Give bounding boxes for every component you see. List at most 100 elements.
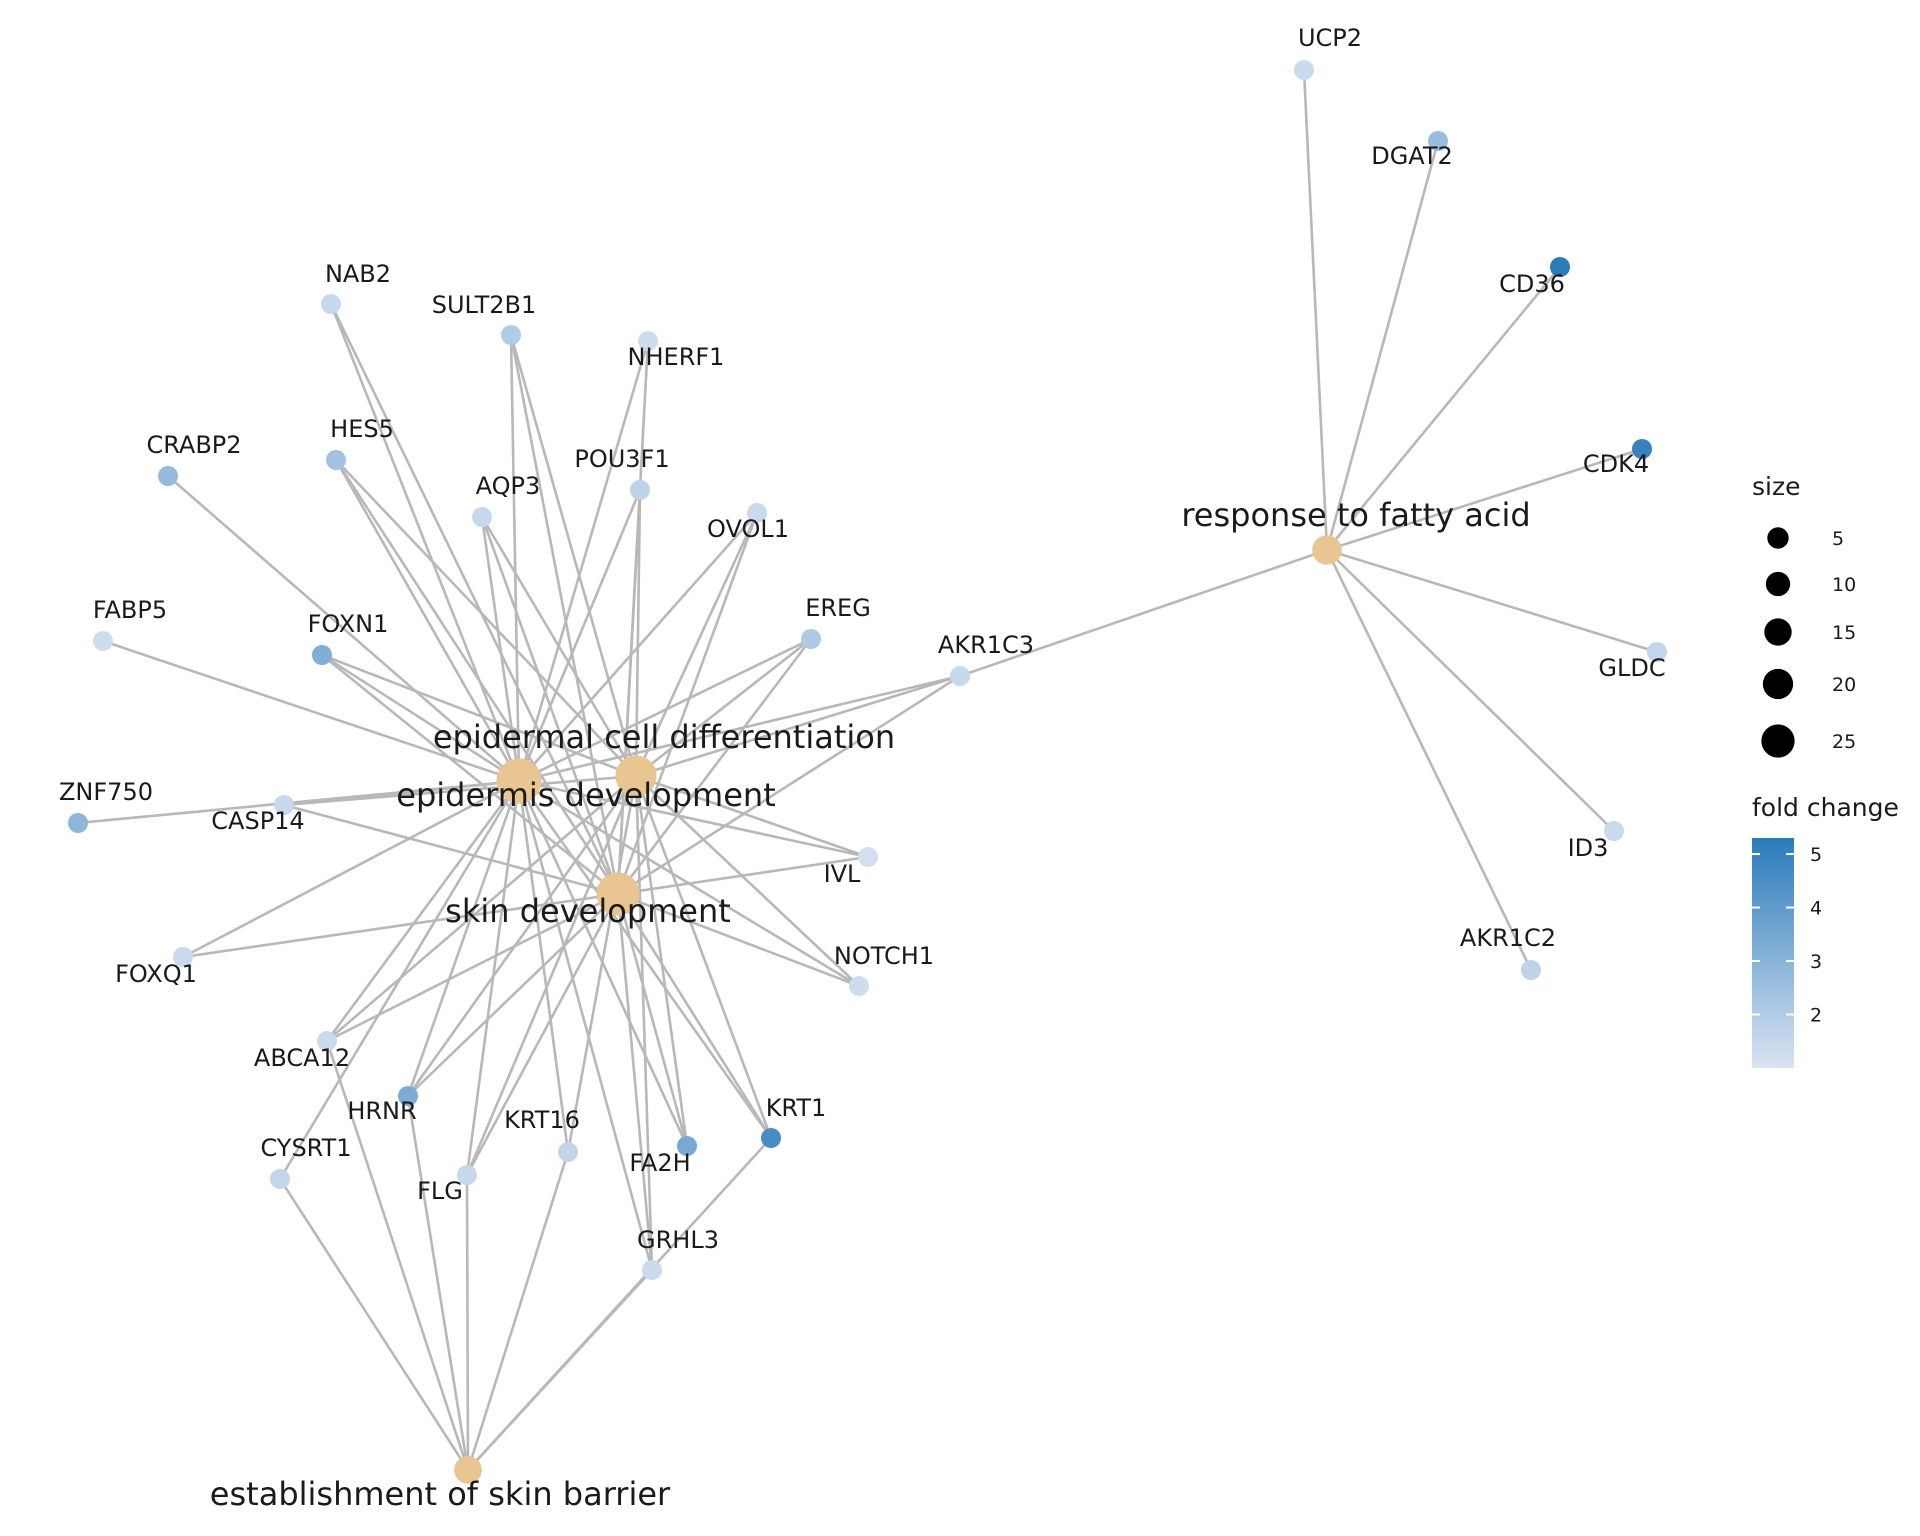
size-legend-title: size [1752,472,1800,501]
term-node-skin-development[interactable] [596,872,640,916]
edge-nherf1-epidermis-development [517,340,650,782]
gene-node-akr1c3[interactable] [950,666,970,686]
edge-krt16-epidermis-development [517,780,570,1153]
gene-node-hrnr[interactable] [398,1086,418,1106]
gene-node-notch1[interactable] [849,976,869,996]
labels-layer: UCP2DGAT2CD36CDK4GLDCID3AKR1C2AKR1C3NAB2… [59,24,1666,1513]
edge-ereg-epidermis-development [518,637,812,783]
gene-label-ucp2: UCP2 [1298,24,1362,52]
edge-foxq1-epidermis-development [182,779,520,959]
gene-node-fabp5[interactable] [93,631,113,651]
term-label-establishment-of-skin-barrier: establishment of skin barrier [210,1475,671,1513]
size-legend-dot-20 [1762,668,1794,700]
edge-aqp3-epidermal-cell-differentiation [480,516,638,777]
gene-node-ereg[interactable] [801,629,821,649]
gene-node-krt1[interactable] [761,1128,781,1148]
edge-notch1-epidermis-development [518,779,860,988]
gene-node-hes5[interactable] [326,450,346,470]
size-legend-label-5: 5 [1832,528,1844,550]
edge-pou3f1-epidermal-cell-differentiation [634,489,642,777]
edge-pou3f1-epidermis-development [517,489,642,782]
edge-flg-epidermis-development [465,780,521,1176]
gene-label-abca12: ABCA12 [254,1044,350,1072]
term-node-response-to-fatty-acid[interactable] [1312,535,1342,565]
gene-node-nab2[interactable] [321,294,341,314]
edge-sult2b1-skin-development [509,334,620,895]
edge-pou3f1-skin-development [616,489,642,895]
edge-krt1-epidermis-development [517,780,773,1139]
gene-label-gldc: GLDC [1598,654,1665,682]
gene-node-dgat2[interactable] [1428,131,1448,151]
edge-foxn1-skin-development [321,653,619,896]
gene-label-grhl3: GRHL3 [637,1226,719,1254]
edge-ereg-epidermal-cell-differentiation [635,637,812,778]
gene-label-sult2b1: SULT2B1 [432,291,537,319]
gene-node-ivl[interactable] [858,847,878,867]
edge-gldc-response-to-fatty-acid [1326,548,1658,654]
term-node-establishment-of-skin-barrier[interactable] [454,1456,482,1484]
gene-node-cysrt1[interactable] [270,1169,290,1189]
size-legend-dot-25 [1761,724,1795,758]
gene-label-pou3f1: POU3F1 [574,445,669,473]
edge-hrnr-epidermis-development [406,780,521,1097]
gene-label-dgat2: DGAT2 [1371,142,1453,170]
color-legend-title: fold change [1752,793,1899,822]
gene-label-nab2: NAB2 [325,260,391,288]
gene-label-cysrt1: CYSRT1 [260,1134,351,1162]
gene-label-casp14: CASP14 [211,807,304,835]
edge-ivl-epidermis-development [518,779,869,859]
edge-abca12-epidermal-cell-differentiation [326,775,637,1042]
edge-abca12-skin-development [326,892,619,1043]
gene-node-crabp2[interactable] [158,466,178,486]
edge-abca12-epidermis-development [325,780,521,1042]
term-label-epidermal-cell-differentiation: epidermal cell differentiation [433,718,895,756]
color-legend-label-5: 5 [1810,844,1822,866]
gene-node-akr1c2[interactable] [1521,960,1541,980]
gene-label-akr1c3: AKR1C3 [938,631,1034,659]
edge-cysrt1-epidermis-development [278,780,521,1180]
gene-node-id3[interactable] [1604,821,1624,841]
edge-dgat2-response-to-fatty-acid [1325,140,1440,551]
edge-hes5-skin-development [334,459,620,895]
edge-ucp2-response-to-fatty-acid [1302,69,1329,551]
gene-node-pou3f1[interactable] [630,480,650,500]
term-label-response-to-fatty-acid: response to fatty acid [1181,496,1530,534]
gene-node-nherf1[interactable] [638,331,658,351]
edge-ereg-skin-development [616,638,813,895]
gene-node-krt16[interactable] [558,1142,578,1162]
size-legend-label-20: 20 [1832,674,1856,696]
gene-node-casp14[interactable] [274,795,294,815]
gene-label-krt1: KRT1 [766,1094,827,1122]
size-legend-label-10: 10 [1832,574,1856,596]
gene-label-fabp5: FABP5 [93,596,167,624]
gene-node-znf750[interactable] [68,813,88,833]
gene-label-id3: ID3 [1568,834,1609,862]
gene-label-ereg: EREG [805,594,871,622]
gene-node-ucp2[interactable] [1294,60,1314,80]
edge-nab2-epidermis-development [329,303,521,782]
gene-node-aqp3[interactable] [472,507,492,527]
gene-node-grhl3[interactable] [642,1260,662,1280]
gene-node-gldc[interactable] [1647,642,1667,662]
term-node-epidermal-cell-differentiation[interactable] [615,755,657,797]
gene-node-abca12[interactable] [317,1031,337,1051]
term-node-epidermis-development[interactable] [496,758,542,804]
gene-node-sult2b1[interactable] [501,325,521,345]
edge-notch1-skin-development [617,892,860,988]
gene-node-ovol1[interactable] [747,503,767,523]
edge-ivl-epidermal-cell-differentiation [635,774,869,859]
edge-grhl3-epidermis-development [517,780,654,1271]
edge-aqp3-epidermis-development [480,516,521,782]
gene-node-fa2h[interactable] [677,1136,697,1156]
edge-grhl3-establishment-of-skin-barrier [467,1269,653,1471]
gene-node-flg[interactable] [457,1165,477,1185]
gene-node-cdk4[interactable] [1632,439,1652,459]
edge-hrnr-establishment-of-skin-barrier [406,1095,470,1471]
gene-node-cd36[interactable] [1550,257,1570,277]
edge-foxn1-epidermal-cell-differentiation [321,653,637,778]
gene-node-foxq1[interactable] [173,947,193,967]
edge-krt1-skin-development [616,893,773,1139]
color-bar [1752,838,1794,1068]
gene-node-foxn1[interactable] [312,645,332,665]
